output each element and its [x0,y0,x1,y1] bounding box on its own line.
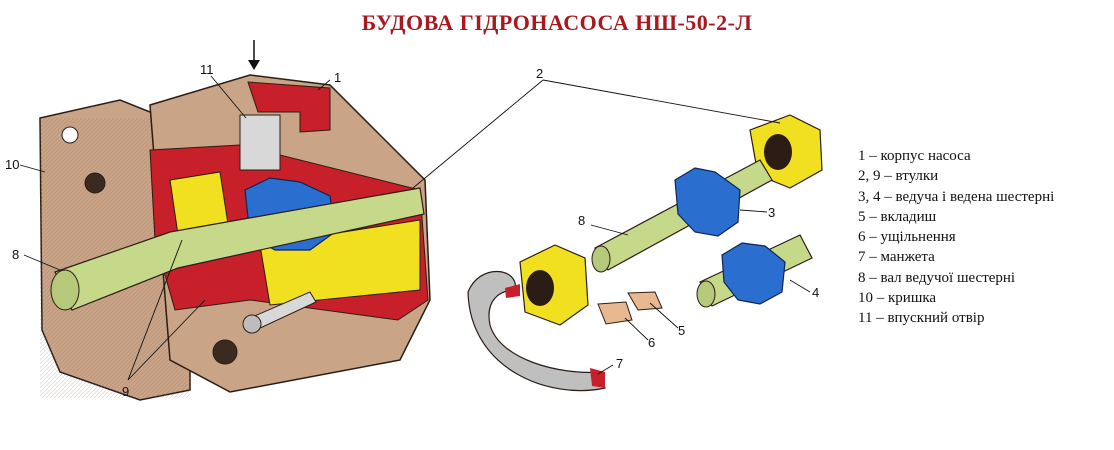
callouts: 1 2 3 4 5 6 7 8 8 9 10 11 [5,62,819,399]
shaft-end [50,269,80,311]
bushing-top-bore [764,134,792,170]
drive-gear-exploded [674,167,741,237]
flow-arrow-head [248,60,260,70]
callout-11: 11 [200,62,214,77]
page-title: БУДОВА ГІДРОНАСОСА НШ-50-2-Л [361,10,753,35]
callout-1: 1 [334,70,341,85]
assembled-pump [39,40,431,401]
legend-item: 7 – манжета [858,249,935,266]
callout-9: 9 [122,384,129,399]
callout-5: 5 [678,323,685,338]
seal-piece [597,301,633,325]
parts-legend: 1 – корпус насоса 2, 9 – втулки 3, 4 – в… [858,146,1054,329]
drive-shaft-end [591,245,611,273]
callout-8-left: 8 [12,247,19,262]
callout-7: 7 [616,356,623,371]
callout-6: 6 [648,335,655,350]
legend-item: 6 – ущільнення [858,229,956,246]
exploded-parts [467,114,823,392]
legend-item: 10 – кришка [858,290,937,307]
bolt-head [242,314,262,334]
cuff-seal-section-2 [590,368,605,388]
cuff-seal [467,270,606,392]
insert [627,291,663,311]
driven-shaft-end [696,280,716,308]
driven-gear [721,242,786,305]
legend-item: 11 – впускний отвір [858,310,985,327]
cover-hole-bottom [212,339,238,365]
cuff-seal-section [505,284,520,298]
bushing-lower-bore [526,270,554,306]
legend-item: 3, 4 – ведуча і ведена шестерні [858,188,1055,205]
cover-hole-mid [84,172,106,194]
callout-10: 10 [5,157,19,172]
callout-3: 3 [768,205,775,220]
housing-section [247,81,331,133]
drive-shaft [54,187,425,311]
leader-lines [19,75,811,381]
callout-4: 4 [812,285,819,300]
legend-item: 2, 9 – втулки [858,168,939,185]
legend-item: 1 – корпус насоса [858,148,971,164]
legend-item: 5 – вкладиш [858,208,937,225]
legend-item: 8 – вал ведучої шестерні [858,269,1016,286]
cover-hole-top [61,126,79,144]
callout-8-right: 8 [578,213,585,228]
callout-2: 2 [536,66,543,81]
inlet-port [239,114,281,171]
